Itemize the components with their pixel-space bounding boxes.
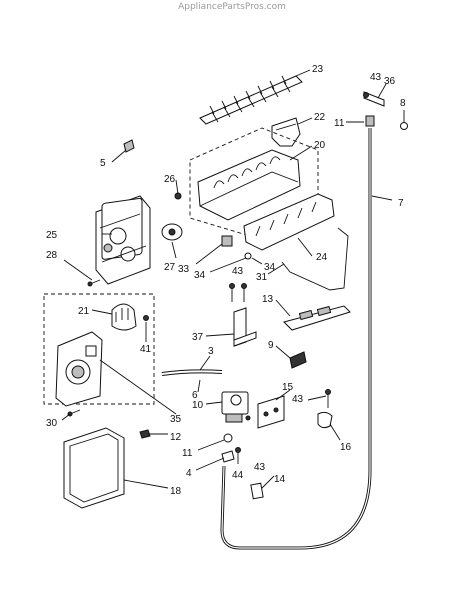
callout-34-right: 34	[264, 262, 276, 273]
callout-31: 31	[256, 272, 268, 283]
callout-37: 37	[192, 332, 204, 343]
callout-5: 5	[100, 158, 106, 169]
callout-21: 21	[78, 306, 90, 317]
screw-part-41[interactable]	[143, 315, 149, 321]
callout-9: 9	[268, 340, 274, 351]
callout-14: 14	[274, 474, 286, 485]
ice-mold-part[interactable]	[197, 149, 301, 221]
fitting-part-4[interactable]	[221, 450, 235, 463]
module-housing-part[interactable]	[55, 331, 103, 407]
callout-41: 41	[140, 344, 152, 355]
screw-part-43b[interactable]	[325, 389, 331, 409]
clip-part-33[interactable]	[221, 235, 233, 247]
water-valve-part[interactable]	[221, 391, 251, 423]
callout-11-bottom: 11	[182, 448, 193, 459]
motor-part[interactable]	[161, 223, 183, 241]
callout-44: 44	[232, 470, 244, 481]
screw-part-44[interactable]	[235, 447, 241, 465]
callout-36: 36	[384, 76, 396, 87]
nut-part-11[interactable]	[223, 433, 233, 443]
grommet-part-16[interactable]	[317, 411, 333, 429]
callout-33: 33	[178, 264, 190, 275]
callout-35: 35	[170, 414, 182, 425]
fill-tube-hardware[interactable]	[363, 91, 408, 130]
ejector-blade-part[interactable]	[199, 75, 303, 125]
mold-cover-part[interactable]	[271, 117, 301, 147]
control-module-box	[43, 293, 155, 405]
callout-13: 13	[262, 294, 274, 305]
callout-16: 16	[340, 442, 352, 453]
callout-30: 30	[46, 418, 58, 429]
callout-43-mid: 43	[232, 266, 244, 277]
callout-18: 18	[170, 486, 182, 497]
callout-43-top: 43	[370, 72, 382, 83]
callout-43-bottom: 43	[254, 462, 266, 473]
callout-26: 26	[164, 174, 176, 185]
callout-34-left: 34	[194, 270, 206, 281]
cover-part-18[interactable]	[63, 427, 125, 509]
valve-bracket-part[interactable]	[257, 395, 285, 429]
callout-4: 4	[186, 468, 192, 479]
feeler-arm-part[interactable]	[281, 227, 349, 291]
front-cover-part[interactable]	[95, 195, 151, 285]
callout-22: 22	[314, 112, 326, 123]
callout-23: 23	[312, 64, 324, 75]
insert-part-14[interactable]	[250, 482, 264, 500]
clamp-part-9[interactable]	[289, 351, 307, 369]
callout-28: 28	[46, 250, 58, 261]
screws-part-43[interactable]	[229, 283, 247, 303]
callout-7: 7	[398, 198, 404, 209]
callout-43-right: 43	[292, 394, 304, 405]
callout-12: 12	[170, 432, 182, 443]
callout-6: 6	[192, 390, 198, 401]
screw-part-30[interactable]	[67, 409, 81, 417]
washer-part-34[interactable]	[244, 252, 252, 260]
mounting-bracket-part[interactable]	[233, 307, 257, 347]
leader-lines	[61, 69, 405, 489]
callout-8: 8	[400, 98, 406, 109]
callout-10: 10	[192, 400, 204, 411]
callout-27: 27	[164, 262, 176, 273]
callout-20: 20	[314, 140, 326, 151]
fitting-part-12[interactable]	[139, 429, 151, 439]
callout-3: 3	[208, 346, 214, 357]
thermostat-part[interactable]	[111, 303, 137, 331]
callout-11-top: 11	[334, 118, 345, 129]
callout-25: 25	[46, 230, 58, 241]
callout-15: 15	[282, 382, 294, 393]
clip-part-5[interactable]	[123, 139, 135, 153]
screw-part-28[interactable]	[87, 279, 101, 287]
shield-part[interactable]	[243, 193, 335, 251]
bracket-part[interactable]	[283, 305, 351, 331]
callout-24: 24	[316, 252, 328, 263]
watermark: AppliancePartsPros.com	[178, 2, 286, 12]
